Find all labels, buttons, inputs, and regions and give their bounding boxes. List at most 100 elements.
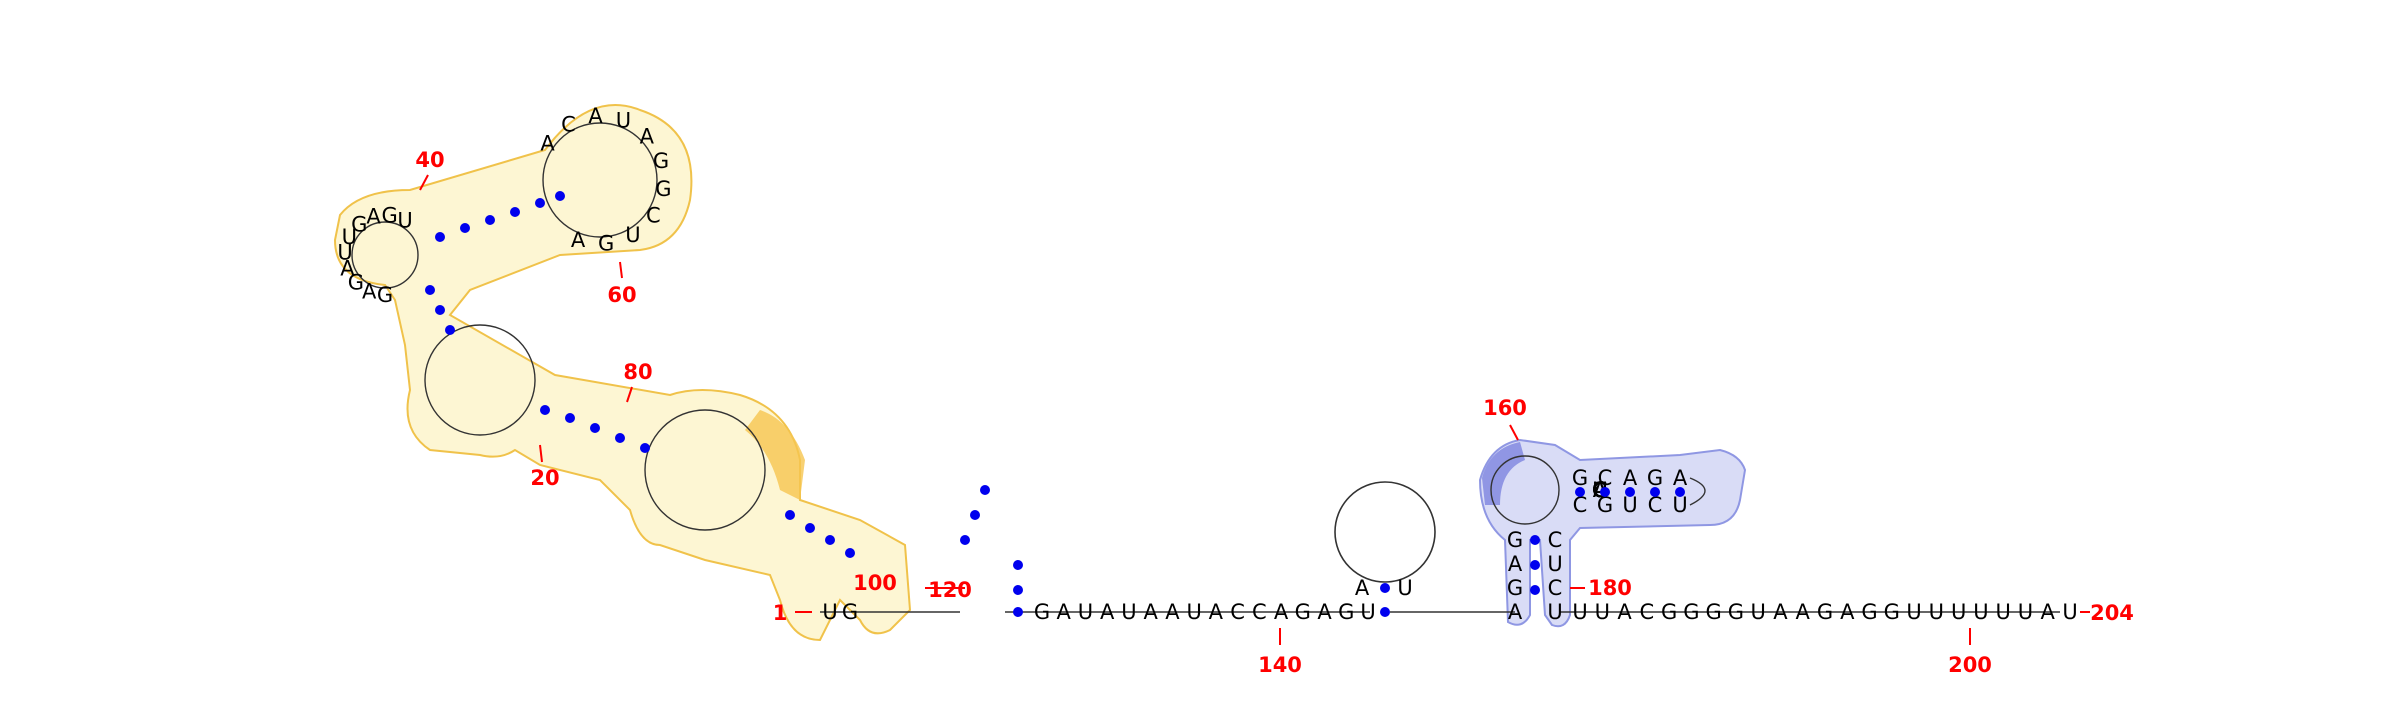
label-100: 100: [853, 571, 897, 595]
tail-3prime-nt: G: [1661, 600, 1677, 624]
apical-stem-nt: A: [1355, 576, 1370, 600]
tick-20: [539, 444, 543, 463]
pair-dot-inner-stems: [1013, 607, 1023, 617]
linker-nt: C: [1252, 600, 1267, 624]
pair-dot-apical: [1380, 607, 1390, 617]
pair-dot-lower-stem: [785, 510, 795, 520]
blue-stem-right-nt: U: [1547, 600, 1562, 624]
highlight-yellow-domain: [333, 104, 912, 642]
tail-3prime-nt: G: [1705, 600, 1721, 624]
tail-3prime-nt: U: [1750, 600, 1765, 624]
blue-stem-left-nt: G: [1507, 576, 1523, 600]
blue-stem-left-nt: G: [1507, 528, 1523, 552]
label-140: 140: [1258, 653, 1302, 677]
blue-stem-top-nt: A: [1673, 466, 1688, 490]
linker-nt: A: [1165, 600, 1180, 624]
tail-3prime-nt: U: [2062, 600, 2077, 624]
blue-stem-bottom-nt: C: [1648, 493, 1663, 517]
linker-nt: G: [1295, 600, 1311, 624]
pair-dot-upper-stem: [535, 198, 545, 208]
linker-nt: A: [1317, 600, 1332, 624]
pair-dot-inner-stems: [1013, 585, 1023, 595]
tail-3prime-nt: U: [1995, 600, 2010, 624]
pair-dot-blue-stem: [1600, 487, 1610, 497]
label-80: 80: [623, 360, 652, 384]
pair-dot-middle-stem: [615, 433, 625, 443]
tail-3prime-nt: U: [1572, 600, 1587, 624]
base-pairs: [425, 191, 1685, 617]
pair-dot-lower-stem: [825, 535, 835, 545]
left-hairpin-nt: A: [362, 280, 377, 304]
pair-dot-left-stem: [445, 325, 455, 335]
blue-hairpin-tip: [1689, 477, 1706, 506]
pair-dot-inner-stems: [960, 535, 970, 545]
backbone: [351, 122, 2060, 613]
top-hairpin-nt: G: [653, 149, 669, 173]
tail-3prime-nt: G: [1728, 600, 1744, 624]
label-200: 200: [1948, 653, 1992, 677]
linker-nt: A: [1209, 600, 1224, 624]
tail-5prime-nt: G: [842, 600, 858, 624]
pair-dot-blue-stem: [1530, 560, 1540, 570]
position-labels: 1 20 40 60 80 100 120 140 160 180 200 20…: [415, 148, 2134, 677]
pair-dot-blue-stem: [1530, 535, 1540, 545]
linker-nt: A: [1143, 600, 1158, 624]
linker-nt: U: [1121, 600, 1136, 624]
blue-stem-bottom-nt: U: [1672, 493, 1687, 517]
tail-3prime-nt: A: [1617, 600, 1632, 624]
linker-nt: A: [1057, 600, 1072, 624]
left-hairpin-nt: U: [342, 225, 357, 249]
blue-stem-top-nt: G: [1572, 466, 1588, 490]
pair-dot-upper-stem: [510, 207, 520, 217]
linker-nt: U: [1078, 600, 1093, 624]
pair-dot-middle-stem: [640, 443, 650, 453]
left-hairpin-nt: U: [337, 241, 352, 265]
highlight-yellow-strong: [745, 410, 805, 500]
tail-3prime-nt: U: [1973, 600, 1988, 624]
top-hairpin-nt: A: [571, 228, 586, 252]
linker-nt: U: [1186, 600, 1201, 624]
pair-dot-left-stem: [435, 305, 445, 315]
highlight-blue-outline: [1478, 438, 1747, 628]
tail-3prime-nt: U: [1595, 600, 1610, 624]
left-hairpin-nt: A: [366, 205, 381, 229]
pair-dot-middle-stem: [540, 405, 550, 415]
internal-loop-1: [424, 324, 536, 436]
left-hairpin-nt: A: [340, 257, 355, 281]
label-180: 180: [1588, 576, 1632, 600]
blue-stem-bottom-nt: G: [1597, 493, 1613, 517]
pair-dot-inner-stems: [970, 510, 980, 520]
tail-5prime-nt: U: [822, 600, 837, 624]
tail-3prime-nt: A: [1796, 600, 1811, 624]
internal-loop-2: [644, 409, 766, 531]
pair-dot-blue-stem: [1575, 487, 1585, 497]
top-hairpin-nt: C: [646, 203, 661, 227]
tail-3prime-nt: U: [1929, 600, 1944, 624]
blue-stem-bottom-nt: C: [1573, 493, 1588, 517]
pair-dot-left-stem: [425, 285, 435, 295]
tail-3prime-nt: G: [1884, 600, 1900, 624]
pair-dot-blue-stem: [1530, 585, 1540, 595]
pair-dot-upper-stem: [485, 215, 495, 225]
linker-nt: G: [1034, 600, 1050, 624]
apical-loop-circle: [1334, 481, 1436, 583]
left-hairpin-nt: G: [382, 203, 398, 227]
linker-nt: C: [1230, 600, 1245, 624]
pair-dot-inner-stems: [980, 485, 990, 495]
blue-stem-bottom-nt: U: [1622, 493, 1637, 517]
tick-40: [419, 174, 429, 191]
label-1: 1: [773, 601, 788, 625]
label-120: 120: [928, 578, 972, 602]
tail-3prime-nt: C: [1639, 600, 1654, 624]
blue-stem-left-nt: A: [1508, 552, 1523, 576]
top-hairpin-nt: U: [616, 108, 631, 132]
top-hairpin-nt: A: [640, 124, 655, 148]
blue-stem-right-nt: C: [1548, 528, 1563, 552]
top-hairpin-nt: A: [588, 104, 603, 128]
linker-nt: A: [1100, 600, 1115, 624]
apical-stem-nt: U: [1397, 576, 1412, 600]
top-hairpin-nt: A: [540, 131, 555, 155]
hairpin-loop-top: [542, 122, 658, 238]
pair-dot-inner-stems: [1013, 560, 1023, 570]
